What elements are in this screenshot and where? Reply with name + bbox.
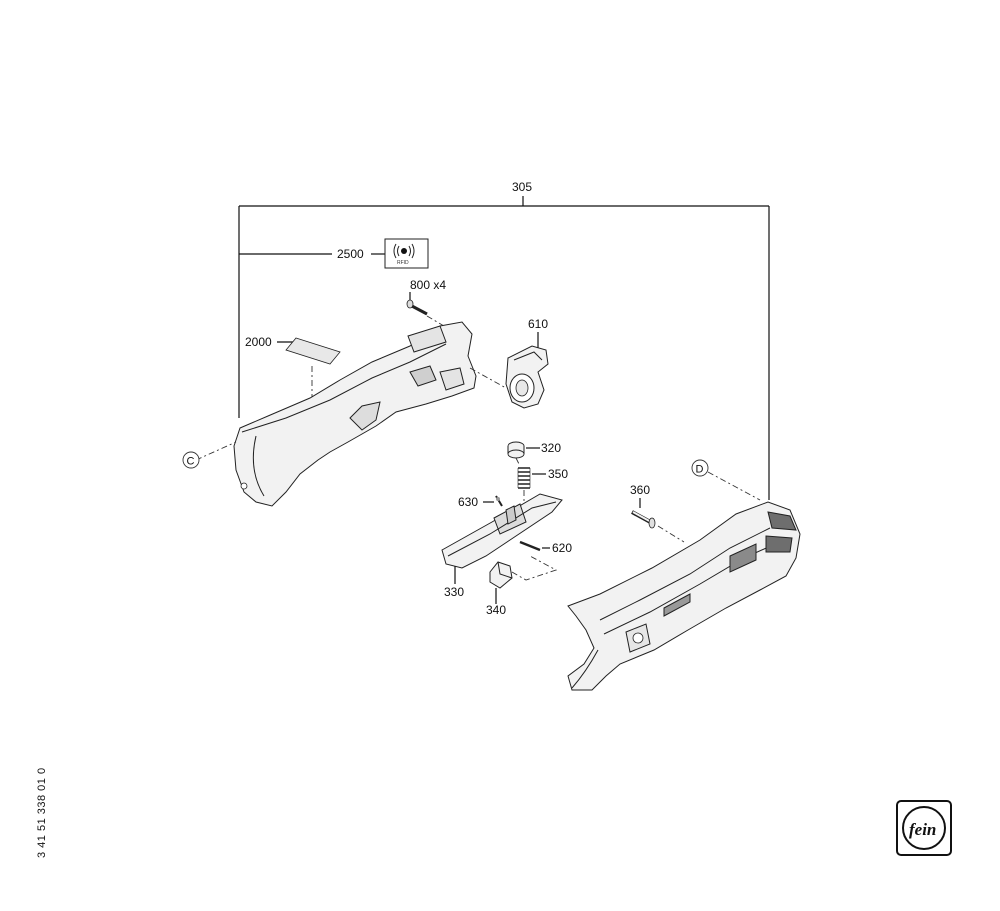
label-800: 800 x4 <box>410 278 446 292</box>
label-2500: 2500 <box>337 247 364 261</box>
label-360: 360 <box>630 483 650 497</box>
assembly-bracket-305 <box>238 196 770 500</box>
label-330: 330 <box>444 585 464 599</box>
pin-630 <box>495 495 503 507</box>
collar-610 <box>505 345 549 409</box>
spring-350 <box>517 467 531 489</box>
label-2000: 2000 <box>245 335 272 349</box>
switch-trigger-330 <box>441 493 563 569</box>
label-plate-2000 <box>285 337 341 365</box>
pin-360 <box>631 510 656 529</box>
document-number: 3 41 51 338 01 0 <box>36 767 48 858</box>
housing-shell-right <box>567 501 801 691</box>
reference-marker-c <box>182 451 200 469</box>
label-610: 610 <box>528 317 548 331</box>
logo-text: fein <box>909 820 936 839</box>
fein-logo-icon: fein <box>896 800 952 856</box>
rfid-tag-icon: RFID <box>384 238 429 269</box>
housing-shell-left <box>233 321 477 507</box>
reference-label-d: D <box>696 464 704 476</box>
label-620: 620 <box>552 541 572 555</box>
screw-800 <box>406 299 428 316</box>
lock-button-340 <box>489 561 513 589</box>
pin-620 <box>519 540 541 552</box>
reference-label-c: C <box>187 456 195 468</box>
label-305: 305 <box>512 180 532 194</box>
reference-marker-d <box>691 459 709 477</box>
rfid-text: RFID <box>397 260 409 266</box>
label-630: 630 <box>458 495 478 509</box>
label-350: 350 <box>548 467 568 481</box>
label-340: 340 <box>486 603 506 617</box>
button-cap-320 <box>507 441 525 459</box>
label-320: 320 <box>541 441 561 455</box>
